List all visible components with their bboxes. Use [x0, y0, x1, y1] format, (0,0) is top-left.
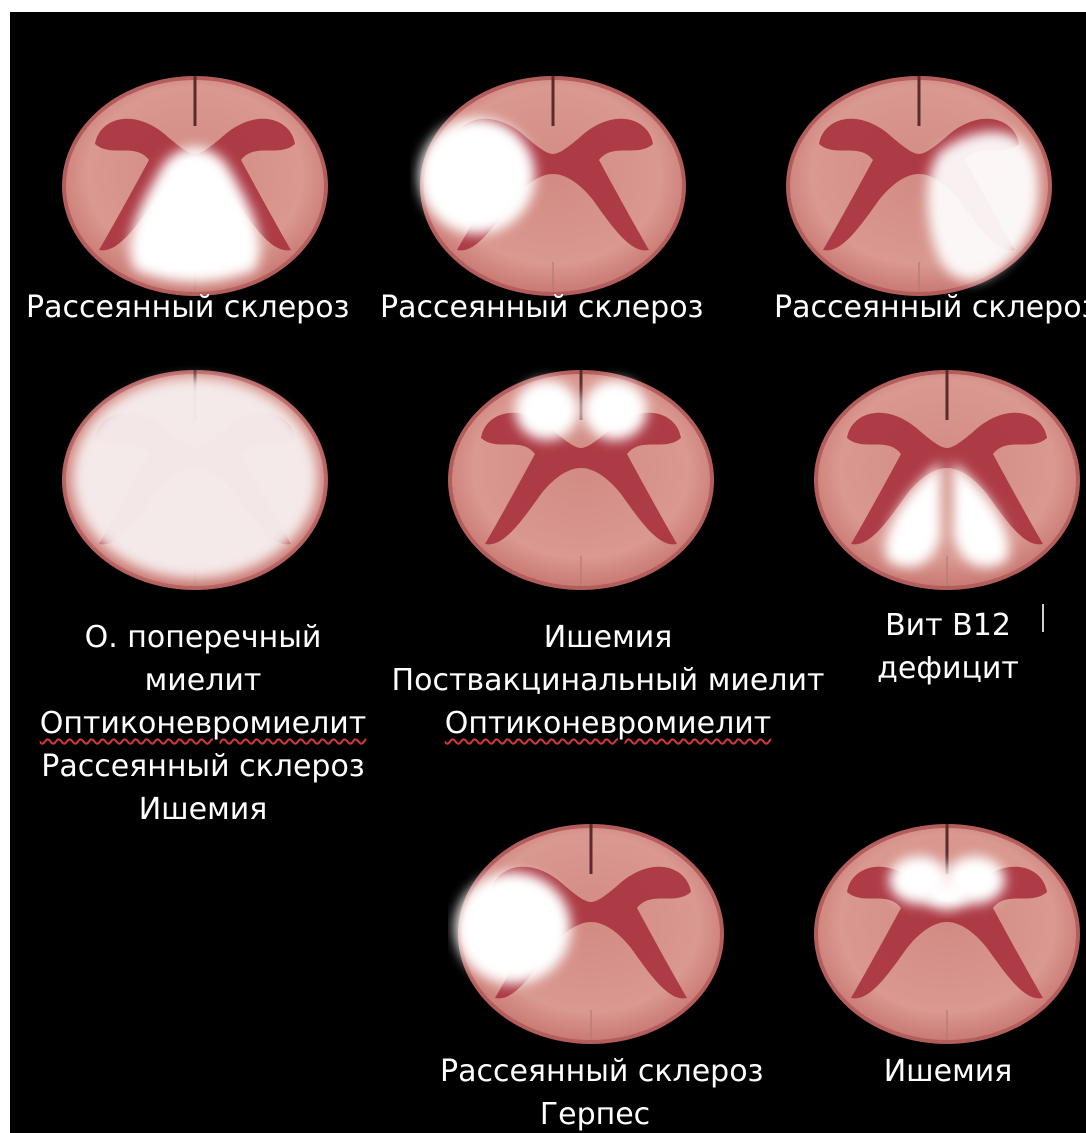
cord-section-transverse-myelitis: [52, 356, 338, 596]
label-line-underlined: Оптиконевромиелит: [38, 702, 368, 745]
label-line: миелит: [38, 659, 368, 702]
label-line: Рассеянный склероз: [380, 286, 704, 329]
label-line: Ишемия: [388, 616, 828, 659]
lesion-whole-section: [73, 378, 317, 578]
label-ischemia-anterior: Ишемия: [868, 1050, 1028, 1093]
cord-section-ms-herpes: [448, 810, 734, 1050]
label-line: Рассеянный склероз: [774, 286, 1086, 329]
label-line: Герпес: [440, 1093, 750, 1133]
label-ms-dorsal-lateral-right: Рассеянный склероз: [774, 286, 1086, 329]
lesion-dorsolateral-right: [927, 132, 1038, 281]
label-line: дефицит: [868, 647, 1028, 690]
cord-section-ms-dorsal-lateral-right: [776, 62, 1062, 302]
label-ms-lateral-left: Рассеянный склероз: [380, 286, 704, 329]
label-line: Рассеянный склероз: [440, 1050, 750, 1093]
label-line: Вит В12: [868, 604, 1028, 647]
label-line: О. поперечный: [38, 616, 368, 659]
label-line: Ишемия: [38, 788, 368, 831]
label-b12: Вит В12 дефицит: [868, 604, 1028, 690]
lesion-lateral-left: [419, 118, 535, 234]
cord-section-ms-dorsal: [52, 62, 338, 302]
label-line: Рассеянный склероз: [26, 286, 350, 329]
label-line: Ишемия: [868, 1050, 1028, 1093]
edge-artifact: [1042, 604, 1044, 632]
cord-section-ventral-horns: [438, 356, 724, 596]
label-ms-herpes: Рассеянный склероз Герпес: [440, 1050, 750, 1133]
label-line: Поствакцинальный миелит: [388, 659, 828, 702]
lesion-lateral-left: [455, 872, 571, 984]
label-line: Рассеянный склероз: [38, 745, 368, 788]
label-transverse-myelitis: О. поперечный миелит Оптиконевромиелит Р…: [38, 616, 368, 831]
cord-section-ms-lateral-left: [410, 62, 696, 302]
figure-canvas: Рассеянный склероз Рассеянный склероз Ра…: [10, 12, 1086, 1133]
label-ventral-horns: Ишемия Поствакцинальный миелит Оптиконев…: [388, 616, 828, 745]
label-ms-dorsal: Рассеянный склероз: [26, 286, 350, 329]
cord-section-ischemia-anterior: [804, 810, 1086, 1050]
label-line-underlined: Оптиконевромиелит: [388, 702, 828, 745]
cord-section-b12: [804, 356, 1086, 596]
